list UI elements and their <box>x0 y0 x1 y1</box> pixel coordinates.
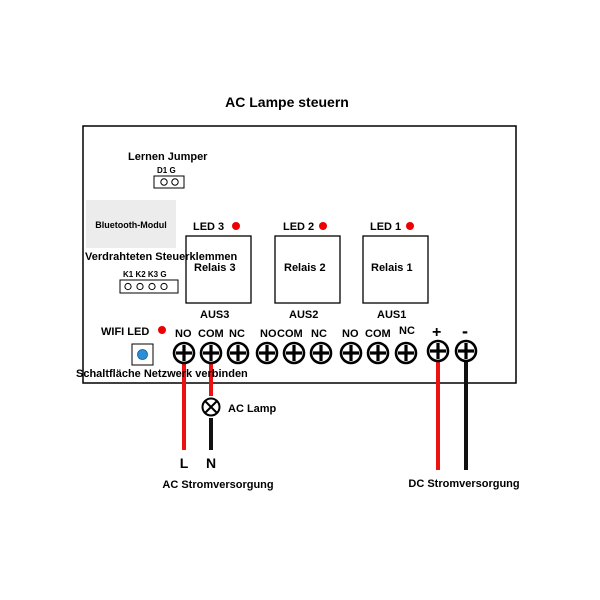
terminal-screw-nc-2[interactable] <box>309 341 333 365</box>
relay-2-box <box>274 235 341 304</box>
wifi-led-label: WIFI LED <box>101 326 149 338</box>
relay-1-box <box>362 235 429 304</box>
terminal-3-no-label: NO <box>175 328 192 340</box>
terminal-screw-no-1[interactable] <box>339 341 363 365</box>
output-3-label: AUS3 <box>200 309 229 321</box>
terminal-screw-no-2[interactable] <box>255 341 279 365</box>
terminal-pin-g <box>160 282 168 291</box>
terminal-1-nc-label: NC <box>399 325 415 337</box>
output-2-label: AUS2 <box>289 309 318 321</box>
live-label: L <box>180 455 189 471</box>
output-1-label: AUS1 <box>377 309 406 321</box>
wired-terminals-pins-label: K1 K2 K3 G <box>123 270 167 279</box>
terminal-screw-nc-1[interactable] <box>394 341 418 365</box>
terminal-screw-com-2[interactable] <box>282 341 306 365</box>
terminal-screw-plus[interactable] <box>426 339 450 363</box>
terminal-pin-k3 <box>148 282 156 291</box>
terminal-pin-k2 <box>136 282 144 291</box>
wired-terminals-header[interactable] <box>119 279 179 294</box>
terminal-pin-k1 <box>124 282 132 291</box>
terminal-2-no-label: NO <box>260 328 277 340</box>
bluetooth-module <box>86 200 176 248</box>
terminal-2-nc-label: NC <box>311 328 327 340</box>
led-2-indicator <box>319 222 327 230</box>
terminal-2-com-label: COM <box>277 328 303 340</box>
neutral-label: N <box>206 455 216 471</box>
terminal-1-no-label: NO <box>342 328 359 340</box>
terminal-screw-com-1[interactable] <box>366 341 390 365</box>
terminal-screw-no-3[interactable] <box>172 341 196 365</box>
ac-lamp-label: AC Lamp <box>228 403 277 415</box>
terminal-screw-nc-3[interactable] <box>226 341 250 365</box>
led-2-label: LED 2 <box>283 221 314 233</box>
terminal-3-com-label: COM <box>198 328 224 340</box>
diagram-title: AC Lampe steuern <box>225 94 349 110</box>
led-3-indicator <box>232 222 240 230</box>
wifi-led-indicator <box>158 326 166 334</box>
ac-lamp-icon <box>201 397 221 417</box>
terminal-3-nc-label: NC <box>229 328 245 340</box>
network-button-label: Schaltfläche Netzwerk verbinden <box>76 368 248 380</box>
bluetooth-module-label: Bluetooth-Modul <box>95 220 166 230</box>
learn-jumper-header[interactable] <box>153 175 185 189</box>
learn-jumper-pins-label: D1 G <box>157 166 176 175</box>
terminal-1-com-label: COM <box>365 328 391 340</box>
terminal-screw-minus[interactable] <box>454 339 478 363</box>
led-3-label: LED 3 <box>193 221 224 233</box>
terminal-plus-label: + <box>432 324 441 341</box>
relay-3-label: Relais 3 <box>194 262 236 274</box>
terminal-screw-com-3[interactable] <box>199 341 223 365</box>
wired-terminals-label: Verdrahteten Steuerklemmen <box>85 251 238 263</box>
learn-jumper-label: Lernen Jumper <box>128 151 208 163</box>
ac-supply-label: AC Stromversorgung <box>162 479 273 491</box>
jumper-pin <box>160 178 168 186</box>
jumper-pin <box>171 178 179 186</box>
led-1-indicator <box>406 222 414 230</box>
relay-2-label: Relais 2 <box>284 262 326 274</box>
network-button-cap[interactable] <box>137 349 148 360</box>
led-1-label: LED 1 <box>370 221 401 233</box>
dc-supply-label: DC Stromversorgung <box>408 478 519 490</box>
relay-3-box <box>185 235 252 304</box>
relay-1-label: Relais 1 <box>371 262 413 274</box>
terminal-minus-label: - <box>462 321 468 341</box>
